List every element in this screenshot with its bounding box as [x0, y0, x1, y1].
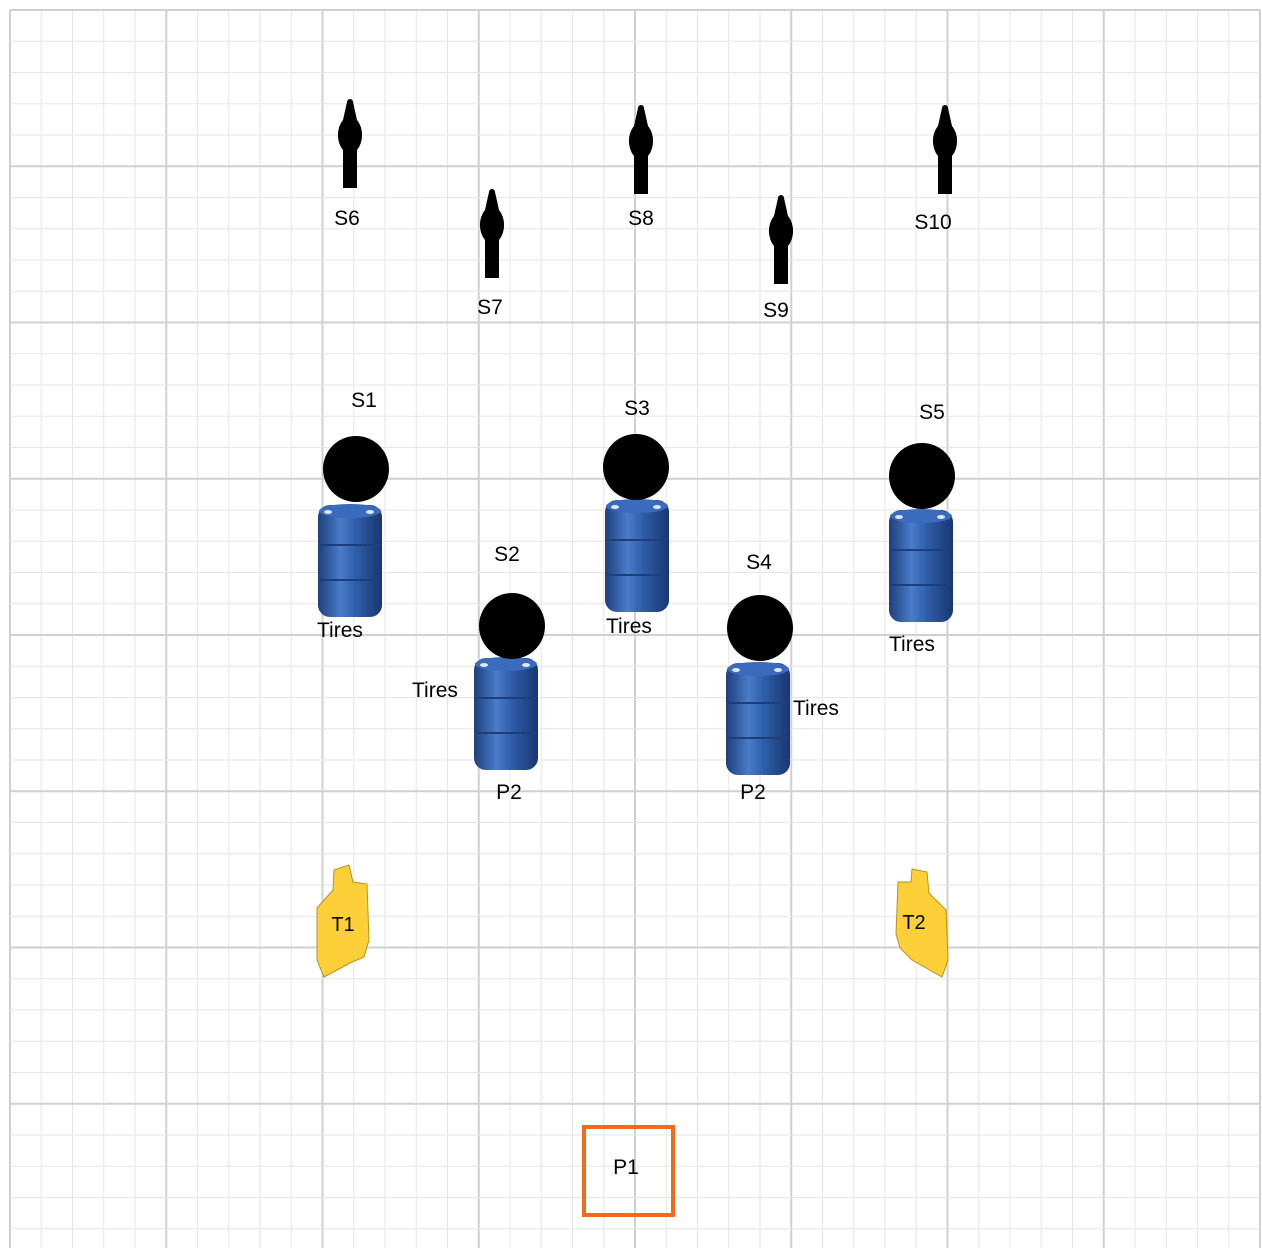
steel-label-s4: S4 — [746, 552, 772, 573]
barrel-label-4: Tires — [793, 698, 839, 719]
popper-steel-icon — [480, 189, 504, 278]
steel-label-s5: S5 — [919, 402, 945, 423]
target-label-t1: T1 — [331, 915, 354, 935]
barrel-icon — [318, 504, 382, 617]
popper-steel-icon — [629, 105, 653, 194]
barrel-icon — [474, 657, 538, 770]
position-label-p2-right: P2 — [740, 782, 766, 803]
steel-label-s8: S8 — [628, 208, 654, 229]
barrel-label-5: Tires — [889, 634, 935, 655]
steel-label-s9: S9 — [763, 300, 789, 321]
barrel-label-1: Tires — [317, 620, 363, 641]
plate-steel-icon — [727, 595, 793, 661]
plate-steel-icon — [603, 434, 669, 500]
position-label-p1: P1 — [613, 1157, 639, 1178]
steel-label-s6: S6 — [334, 208, 360, 229]
barrel-label-2: Tires — [412, 680, 458, 701]
steel-label-s10: S10 — [914, 212, 951, 233]
barrel-label-3: Tires — [606, 616, 652, 637]
steel-label-s3: S3 — [624, 398, 650, 419]
plate-steel-icon — [889, 443, 955, 509]
barrel-icon — [726, 662, 790, 775]
steel-label-s1: S1 — [351, 390, 377, 411]
steel-label-s7: S7 — [477, 297, 503, 318]
target-label-t2: T2 — [902, 913, 925, 933]
steel-label-s2: S2 — [494, 544, 520, 565]
plate-steel-icon — [323, 436, 389, 502]
position-label-p2-left: P2 — [496, 782, 522, 803]
plate-steel-icon — [479, 593, 545, 659]
popper-steel-icon — [338, 99, 362, 188]
barrel-icon — [605, 499, 669, 612]
popper-steel-icon — [769, 195, 793, 284]
barrel-icon — [889, 509, 953, 622]
popper-steel-icon — [933, 105, 957, 194]
